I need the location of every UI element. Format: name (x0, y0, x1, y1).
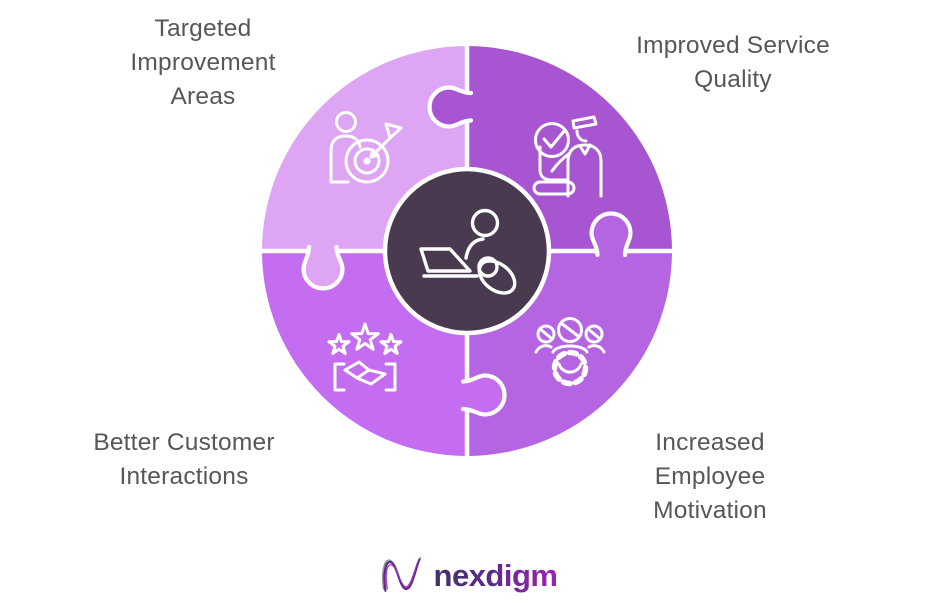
stars-handshake-icon (327, 322, 403, 392)
label-increased-employee-motivation: Increased Employee Motivation (653, 429, 767, 524)
person-laptop-icon (419, 208, 517, 295)
service-agent-check-icon (532, 115, 603, 198)
label-improved-service-quality: Improved Service Quality (636, 32, 830, 93)
label-targeted-improvement-areas: Targeted Improvement Areas (130, 15, 276, 110)
nexdigm-logo-mark (381, 556, 421, 592)
brand-wordmark: nexdigm (433, 558, 558, 593)
label-better-customer-interactions: Better Customer Interactions (93, 429, 275, 490)
team-gear-icon (534, 317, 606, 387)
brand-logo: nexdigm (0, 549, 936, 603)
person-target-icon (329, 111, 403, 184)
